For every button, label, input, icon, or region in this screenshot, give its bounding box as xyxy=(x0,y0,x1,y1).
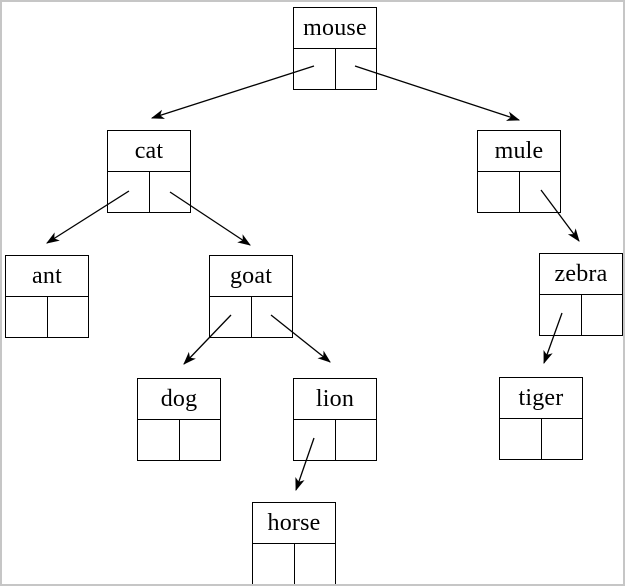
node-label-cat: cat xyxy=(108,131,190,172)
right-pointer-cell-zebra xyxy=(582,295,623,335)
node-label-dog: dog xyxy=(138,379,220,420)
left-pointer-cell-lion xyxy=(294,420,336,460)
left-pointer-cell-tiger xyxy=(500,419,542,459)
node-label-tiger: tiger xyxy=(500,378,582,419)
node-label-goat: goat xyxy=(210,256,292,297)
node-pointer-cells-tiger xyxy=(500,419,582,459)
right-pointer-cell-tiger xyxy=(542,419,583,459)
node-pointer-cells-horse xyxy=(253,544,335,584)
tree-node-goat: goat xyxy=(209,255,293,338)
left-pointer-cell-mule xyxy=(478,172,520,212)
right-pointer-cell-cat xyxy=(150,172,191,212)
node-label-zebra: zebra xyxy=(540,254,622,295)
node-pointer-cells-mouse xyxy=(294,49,376,89)
node-label-mule: mule xyxy=(478,131,560,172)
left-pointer-cell-cat xyxy=(108,172,150,212)
tree-node-zebra: zebra xyxy=(539,253,623,336)
node-pointer-cells-zebra xyxy=(540,295,622,335)
right-pointer-cell-goat xyxy=(252,297,293,337)
node-pointer-cells-mule xyxy=(478,172,560,212)
node-pointer-cells-dog xyxy=(138,420,220,460)
node-pointer-cells-lion xyxy=(294,420,376,460)
left-pointer-cell-ant xyxy=(6,297,48,337)
left-pointer-cell-dog xyxy=(138,420,180,460)
node-label-mouse: mouse xyxy=(294,8,376,49)
right-pointer-cell-dog xyxy=(180,420,221,460)
right-pointer-cell-mule xyxy=(520,172,561,212)
tree-node-mouse: mouse xyxy=(293,7,377,90)
tree-node-lion: lion xyxy=(293,378,377,461)
tree-node-ant: ant xyxy=(5,255,89,338)
tree-node-dog: dog xyxy=(137,378,221,461)
tree-node-cat: cat xyxy=(107,130,191,213)
tree-node-mule: mule xyxy=(477,130,561,213)
right-pointer-cell-ant xyxy=(48,297,89,337)
tree-node-tiger: tiger xyxy=(499,377,583,460)
right-pointer-cell-mouse xyxy=(336,49,377,89)
left-pointer-cell-zebra xyxy=(540,295,582,335)
node-label-lion: lion xyxy=(294,379,376,420)
node-label-horse: horse xyxy=(253,503,335,544)
left-pointer-cell-goat xyxy=(210,297,252,337)
node-pointer-cells-goat xyxy=(210,297,292,337)
right-pointer-cell-lion xyxy=(336,420,377,460)
left-pointer-cell-mouse xyxy=(294,49,336,89)
left-pointer-cell-horse xyxy=(253,544,295,584)
right-pointer-cell-horse xyxy=(295,544,336,584)
node-pointer-cells-cat xyxy=(108,172,190,212)
node-pointer-cells-ant xyxy=(6,297,88,337)
tree-node-horse: horse xyxy=(252,502,336,584)
node-label-ant: ant xyxy=(6,256,88,297)
